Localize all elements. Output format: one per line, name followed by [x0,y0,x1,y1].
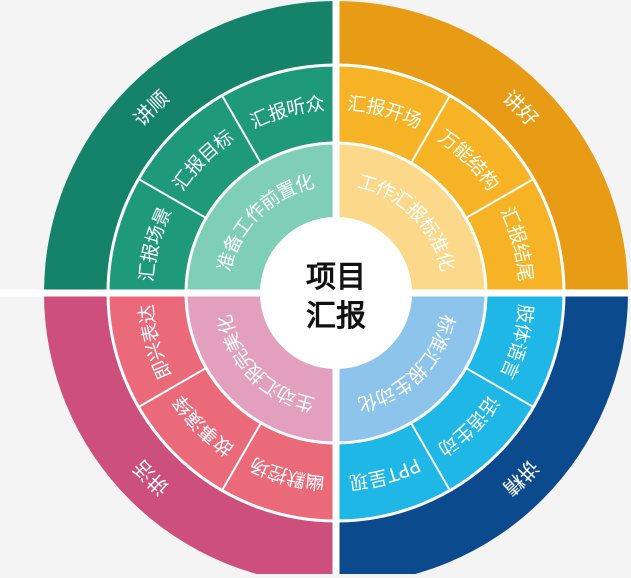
middle-subdivider-bottom-right-1 [410,422,451,491]
middle-subdivider-top-left-0 [138,178,207,219]
center-circle [260,217,412,369]
middle-subdivider-top-left-1 [221,95,262,164]
inner-sector-top-left [186,143,336,293]
center-title-line2: 汇报 [306,299,366,334]
outer-sector-top-left [44,1,336,293]
ring-boundary-1 [184,141,488,445]
middle-subdivider-bottom-right-0 [465,367,534,408]
outer-sector-top-right [336,1,628,293]
sector-layer [44,1,628,578]
inner-sector-bottom-right [336,293,486,443]
center-title-line1: 项目 [306,260,366,295]
middle-subdivider-bottom-left-0 [221,422,262,491]
ring-boundary-0 [106,63,566,523]
middle-subdivider-top-right-1 [465,178,534,219]
middle-sector-top-left [108,65,336,293]
middle-sector-bottom-right [336,293,564,521]
outer-sector-bottom-right [336,293,628,578]
middle-sector-bottom-left [108,293,336,521]
inner-sector-bottom-left [186,293,336,443]
outer-sector-bottom-left [44,293,336,578]
inner-sector-top-right [336,143,486,293]
middle-subdivider-top-right-0 [410,95,451,164]
middle-subdivider-bottom-left-1 [138,367,207,408]
middle-sector-top-right [336,65,564,293]
